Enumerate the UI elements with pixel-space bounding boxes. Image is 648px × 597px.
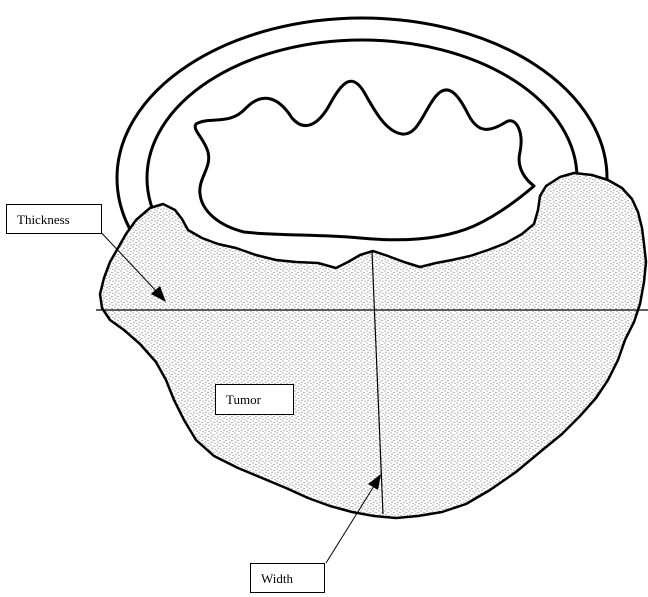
thickness-label: Thickness: [6, 204, 102, 234]
width-label: Width: [250, 563, 325, 593]
lumen-outline: [195, 81, 534, 240]
tumor-label: Tumor: [215, 384, 294, 415]
